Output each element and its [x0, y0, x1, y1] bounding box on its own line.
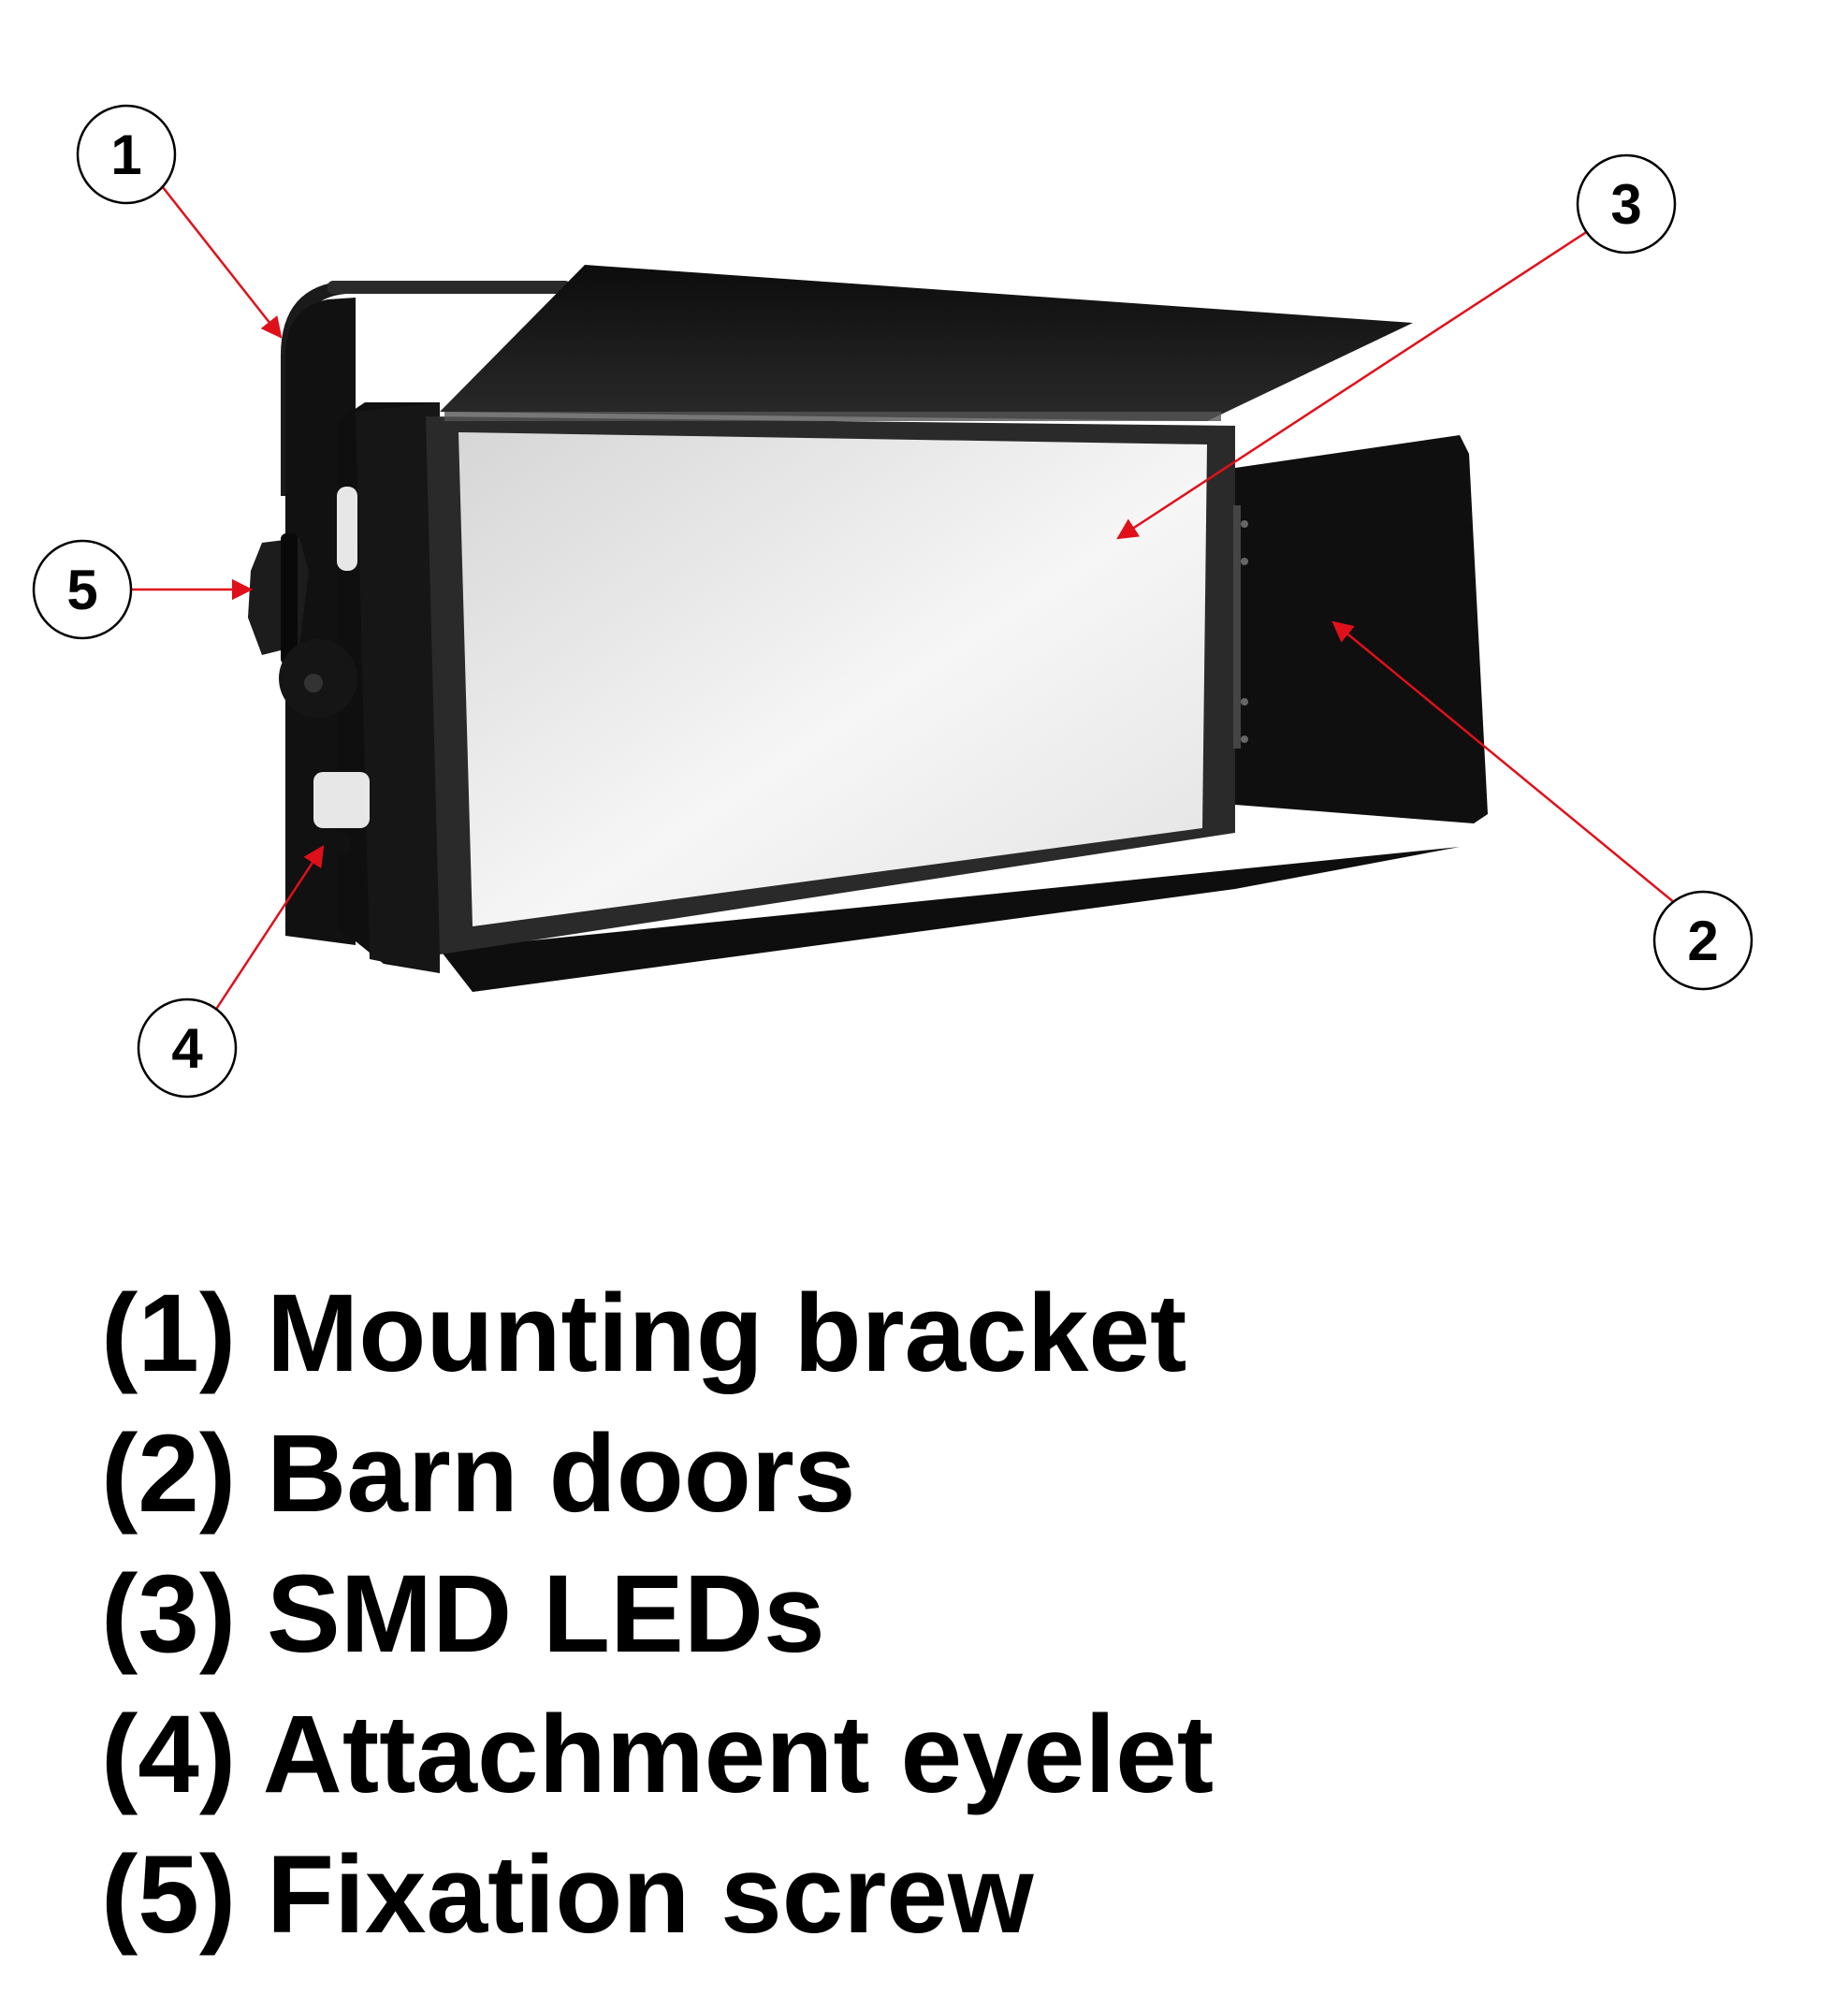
callout-circle [76, 104, 177, 205]
legend-item-barn-doors: (2) Barn doors [101, 1412, 856, 1536]
callout-number: 2 [1687, 910, 1718, 972]
led-panel-diagram: 1 2 3 4 5 [32, 104, 1753, 1099]
callout-circle [137, 998, 238, 1099]
leader-line-mounting-bracket [158, 182, 283, 339]
legend: (1) Mounting bracket (2) Barn doors (3) … [101, 1263, 1214, 1965]
callouts: 1 2 3 4 5 [32, 104, 1753, 1099]
callout-number: 5 [66, 559, 97, 621]
legend-item-mounting-bracket: (1) Mounting bracket [101, 1272, 1187, 1395]
callout-2: 2 [1652, 890, 1753, 991]
barn-door-top [440, 265, 1413, 421]
legend-item-attachment-eyelet: (4) Attachment eyelet [101, 1693, 1215, 1816]
callout-1: 1 [76, 104, 177, 205]
callout-number: 3 [1610, 173, 1641, 236]
callout-circle [1576, 153, 1677, 255]
leader-line-attachment-eyelet [213, 845, 325, 1012]
led-panel [458, 432, 1207, 926]
leader-line-barn-door [1331, 620, 1676, 904]
callout-4: 4 [137, 998, 238, 1099]
legend-item-smd-leds: (3) SMD LEDs [101, 1552, 825, 1676]
callout-3: 3 [1576, 153, 1677, 255]
barn-door-bottom [440, 847, 1460, 992]
callout-number: 1 [110, 124, 141, 186]
leader-line-led-panel [1116, 227, 1592, 540]
callout-circle [32, 539, 133, 640]
fixture-housing [313, 402, 440, 973]
callout-number: 4 [171, 1017, 203, 1080]
legend-item-fixation-screw: (5) Fixation screw [101, 1833, 1034, 1957]
callout-5: 5 [32, 539, 133, 640]
callout-circle [1652, 890, 1753, 991]
barn-door [1233, 435, 1488, 823]
leader-lines [131, 182, 1676, 1012]
attachment-eyelet [313, 833, 351, 853]
fixation-screw [248, 533, 357, 718]
